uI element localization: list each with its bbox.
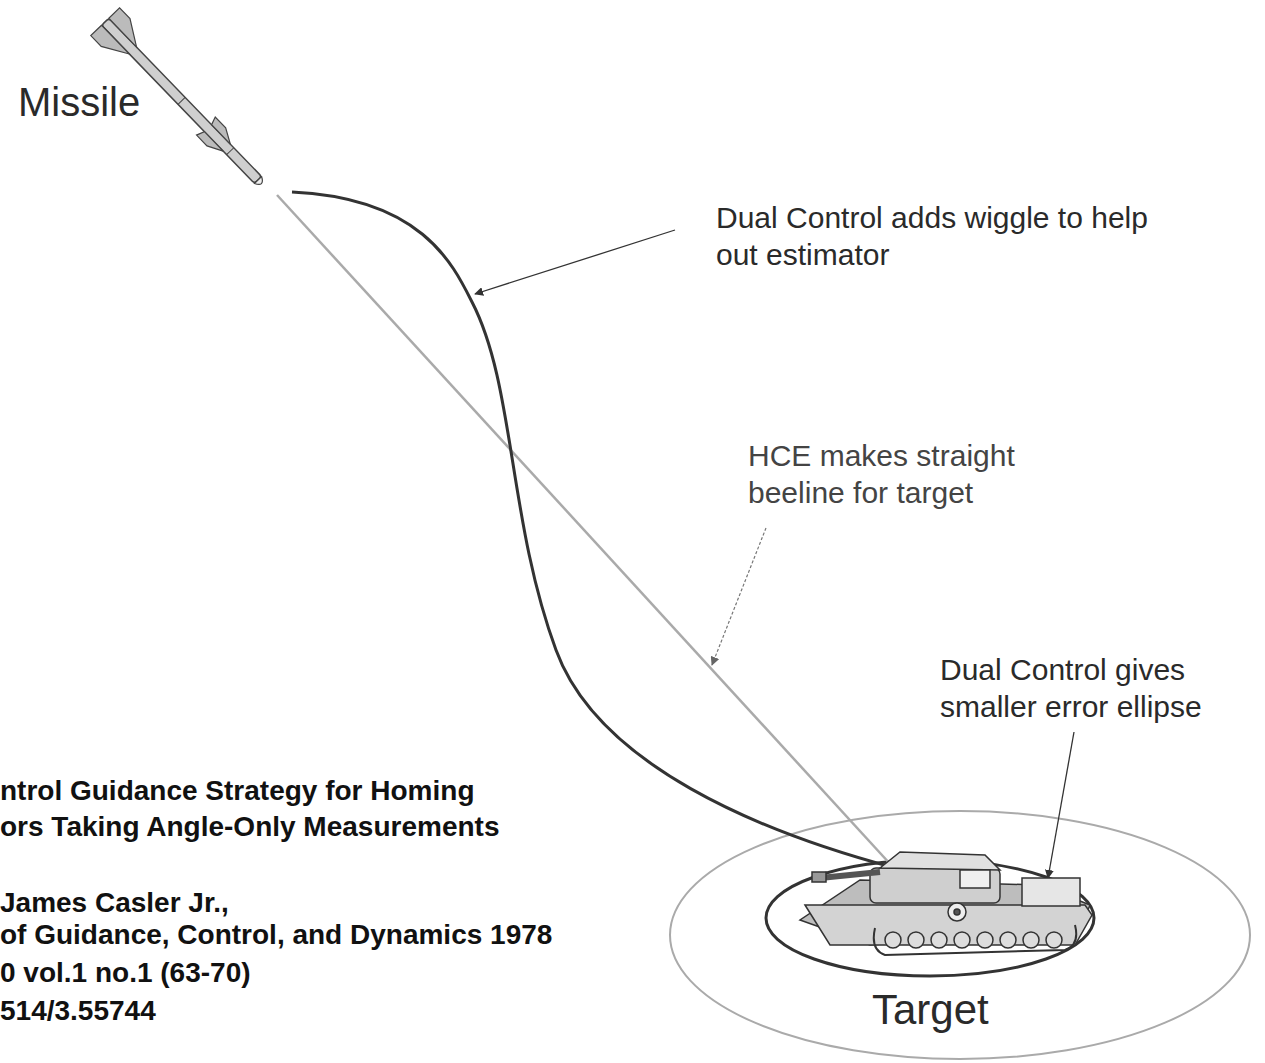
leader-line xyxy=(712,528,766,665)
citation-line: James Casler Jr., xyxy=(0,886,229,920)
tank-wheel xyxy=(977,932,993,948)
tank-wheel xyxy=(931,932,947,948)
citation-line: 0 vol.1 no.1 (63-70) xyxy=(0,956,251,990)
callout-note: Dual Control adds wiggle to help out est… xyxy=(716,200,1186,273)
tank-wheel xyxy=(885,932,901,948)
dual-control-trajectory xyxy=(292,192,895,868)
tank-wheel xyxy=(1023,932,1039,948)
tank-wheels xyxy=(885,932,1062,948)
hce-error-ellipse xyxy=(670,811,1250,1059)
tank-wheel xyxy=(1046,932,1062,948)
target-label: Target xyxy=(872,984,989,1035)
leader-line xyxy=(1048,732,1074,878)
leader-line xyxy=(475,230,675,294)
tank-wheel xyxy=(1000,932,1016,948)
dual-error-ellipse xyxy=(766,860,1094,976)
citation-line: ntrol Guidance Strategy for Homing xyxy=(0,774,474,808)
citation-line: ors Taking Angle-Only Measurements xyxy=(0,810,499,844)
callout-note: HCE makes straight beeline for target xyxy=(748,438,1093,511)
missile-label: Missile xyxy=(18,78,140,127)
tank-icon xyxy=(800,852,1092,945)
tank-wheel xyxy=(908,932,924,948)
hce-trajectory xyxy=(277,195,892,866)
callout-note: Dual Control gives smaller error ellipse xyxy=(940,652,1262,725)
tank-wheel xyxy=(954,932,970,948)
citation-line: 514/3.55744 xyxy=(0,994,156,1028)
citation-line: of Guidance, Control, and Dynamics 1978 xyxy=(0,918,552,952)
tank-track xyxy=(874,925,1077,955)
